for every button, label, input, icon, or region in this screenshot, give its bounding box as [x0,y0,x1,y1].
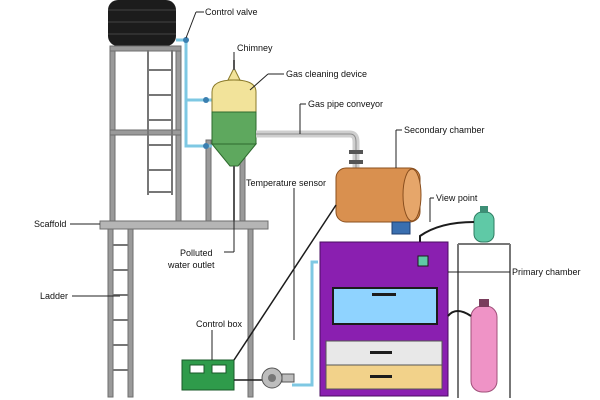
secondary-chamber [335,167,422,235]
label-polluted-water-outlet-2: water outlet [167,260,215,270]
label-primary-chamber: Primary chamber [512,267,581,277]
label-polluted-water-outlet-1: Polluted [180,248,213,258]
label-scaffold: Scaffold [34,219,66,229]
label-secondary-chamber: Secondary chamber [404,125,485,135]
lower-ladder [113,244,128,371]
sensor-wire [233,204,337,361]
upper-ladder [147,50,173,195]
blower [261,367,295,389]
pipe-flange [349,160,363,164]
valve-joint-icon [203,143,209,149]
leader-lines [70,11,510,360]
gas-feed-hose [447,310,472,317]
label-control-valve: Control valve [205,7,258,17]
label-control-box: Control box [196,319,243,329]
pipe-flange [349,150,363,154]
label-view-point: View point [436,193,478,203]
label-temperature-sensor: Temperature sensor [246,178,326,188]
gas-pipe-conveyor [256,130,360,168]
gas-cylinder [470,299,498,393]
label-gas-pipe-conveyor: Gas pipe conveyor [308,99,383,109]
scaffold-platform [99,220,269,230]
label-gas-cleaning-device: Gas cleaning device [286,69,367,79]
label-ladder: Ladder [40,291,68,301]
control-valve-icon [183,37,189,43]
gas-cylinder-frame [457,243,511,398]
gas-cleaning-device [210,60,258,221]
primary-chamber [319,241,449,397]
control-box [181,359,235,391]
label-chimney: Chimney [237,43,273,53]
view-point-hose [419,221,475,256]
view-point-cylinder [473,206,495,243]
valve-joint-icon [203,97,209,103]
water-tank [108,0,176,46]
lower-scaffold-frame [107,228,254,398]
